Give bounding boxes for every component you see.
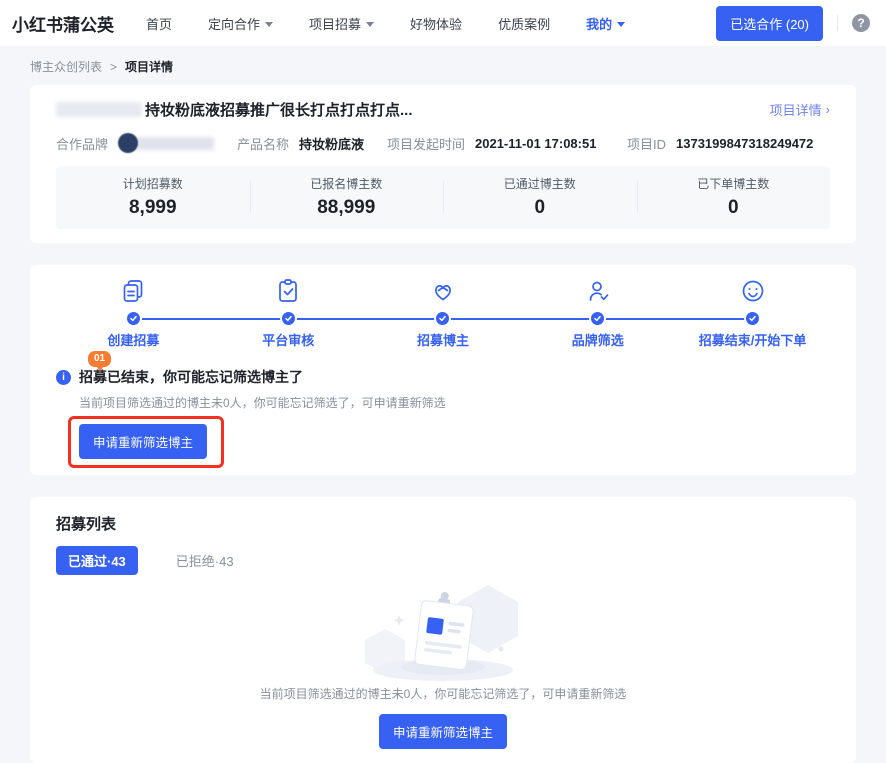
user-check-icon <box>584 277 612 305</box>
nav-item-project-recruit[interactable]: 项目招募 <box>309 14 375 33</box>
project-stats-bar: 计划招募数 8,999 已报名博主数 88,999 已通过博主数 0 已下单博主… <box>56 166 830 229</box>
main-nav: 首页 定向合作 项目招募 好物体验 优质案例 我的 <box>146 14 626 33</box>
project-title: 持妆粉底液招募推广很长打点打点打点... <box>56 99 413 120</box>
stat-applied-bloggers: 已报名博主数 88,999 <box>249 175 444 219</box>
selected-cooperation-button[interactable]: 已选合作 (20) <box>716 5 823 41</box>
nav-item-quality-cases[interactable]: 优质案例 <box>498 14 550 33</box>
project-card: 持妆粉底液招募推广很长打点打点打点... 项目详情 › 合作品牌 产品名称 持妆… <box>30 85 856 243</box>
project-fields: 合作品牌 产品名称 持妆粉底液 项目发起时间 2021-11-01 17:08:… <box>56 133 830 153</box>
nav-item-label: 项目招募 <box>309 16 362 32</box>
stat-approved-bloggers: 已通过博主数 0 <box>443 175 637 219</box>
recruit-list-tabs: 已通过·43 已拒绝·43 <box>56 546 830 575</box>
step-recruit-bloggers: 招募博主 <box>366 277 521 349</box>
stat-planned-recruits: 计划招募数 8,999 <box>122 177 183 218</box>
step-check-icon <box>436 312 450 325</box>
page-content: 博主众创列表 > 项目详情 持妆粉底液招募推广很长打点打点打点... 项目详情 … <box>0 46 886 763</box>
step-platform-review: 平台审核 <box>211 277 366 349</box>
smiley-icon <box>739 277 767 305</box>
step-brand-filter: 品牌筛选 <box>520 277 675 349</box>
empty-state-illustration <box>365 585 518 681</box>
app-logo[interactable]: 小红书蒲公英 <box>12 15 114 35</box>
nav-item-label: 优质案例 <box>498 16 551 32</box>
step-create-recruit: 创建招募 <box>56 277 211 349</box>
step-marker-badge: 01 <box>88 351 112 367</box>
progress-steps: 创建招募 平台审核 <box>56 277 830 349</box>
tab-approved[interactable]: 已通过·43 <box>56 546 138 575</box>
nav-item-label: 好物体验 <box>410 16 463 32</box>
help-icon[interactable]: ? <box>852 14 870 32</box>
hands-heart-icon <box>429 277 457 305</box>
nav-right: 已选合作 (20) ? <box>716 5 870 41</box>
brand-avatar <box>118 133 139 153</box>
empty-state-description: 当前项目筛选通过的博主未0人，你可能忘记筛选了，可申请重新筛选 <box>259 687 627 701</box>
nav-item-directed-cooperation[interactable]: 定向合作 <box>208 14 274 33</box>
field-product-name: 产品名称 持妆粉底液 <box>237 136 365 152</box>
recruit-list-card: 招募列表 已通过·43 已拒绝·43 <box>30 497 856 763</box>
chevron-right-icon: › <box>825 102 830 117</box>
empty-state: 当前项目筛选通过的博主未0人，你可能忘记筛选了，可申请重新筛选 申请重新筛选博主 <box>56 577 830 749</box>
alert-description: 当前项目筛选通过的博主未0人，你可能忘记筛选了，可申请重新筛选 <box>79 396 446 410</box>
field-launch-time: 项目发起时间 2021-11-01 17:08:51 <box>387 135 597 152</box>
breadcrumb-separator: > <box>110 59 118 74</box>
progress-card: 创建招募 平台审核 <box>30 265 856 475</box>
chevron-down-icon <box>265 21 274 27</box>
step-check-icon <box>126 312 140 325</box>
redacted-brand-text <box>134 136 215 150</box>
brand-logo-redacted <box>118 133 215 153</box>
nav-item-good-things[interactable]: 好物体验 <box>410 14 462 33</box>
chevron-down-icon <box>366 21 375 27</box>
field-project-id: 项目ID 1373199847318249472 <box>627 135 814 152</box>
nav-item-home[interactable]: 首页 <box>146 14 172 33</box>
clipboard-check-icon <box>274 277 302 305</box>
reapply-filter-button[interactable]: 申请重新筛选博主 <box>79 424 208 459</box>
reapply-filter-button-bottom[interactable]: 申请重新筛选博主 <box>378 714 507 749</box>
nav-item-label: 我的 <box>586 16 613 32</box>
project-detail-link[interactable]: 项目详情 › <box>769 102 830 118</box>
recruit-list-title: 招募列表 <box>56 516 117 533</box>
nav-item-label: 首页 <box>146 16 173 32</box>
field-brand: 合作品牌 <box>56 133 237 153</box>
documents-icon <box>119 277 147 305</box>
chevron-down-icon <box>617 21 626 27</box>
step-recruit-end-order: 招募结束/开始下单 <box>675 277 830 349</box>
step-check-icon <box>746 312 760 325</box>
info-icon: i <box>56 369 71 385</box>
breadcrumb-current: 项目详情 <box>125 60 174 74</box>
nav-item-mine[interactable]: 我的 <box>586 14 626 33</box>
step-check-icon <box>281 312 295 325</box>
step-check-icon <box>591 312 605 325</box>
breadcrumb-parent[interactable]: 博主众创列表 <box>30 60 103 74</box>
divider <box>837 15 838 31</box>
top-nav: 小红书蒲公英 首页 定向合作 项目招募 好物体验 优质案例 我的 已选合作 (2… <box>0 0 886 46</box>
nav-item-label: 定向合作 <box>208 16 261 32</box>
breadcrumb: 博主众创列表 > 项目详情 <box>30 58 856 75</box>
redacted-brand-name <box>56 102 142 117</box>
stat-ordered-bloggers: 已下单博主数 0 <box>636 175 831 219</box>
tab-rejected[interactable]: 已拒绝·43 <box>175 554 234 569</box>
alert-title: 招募已结束，你可能忘记筛选博主了 <box>79 369 303 385</box>
recruit-ended-alert: i 招募已结束，你可能忘记筛选博主了 当前项目筛选通过的博主未0人，你可能忘记筛… <box>56 367 830 468</box>
